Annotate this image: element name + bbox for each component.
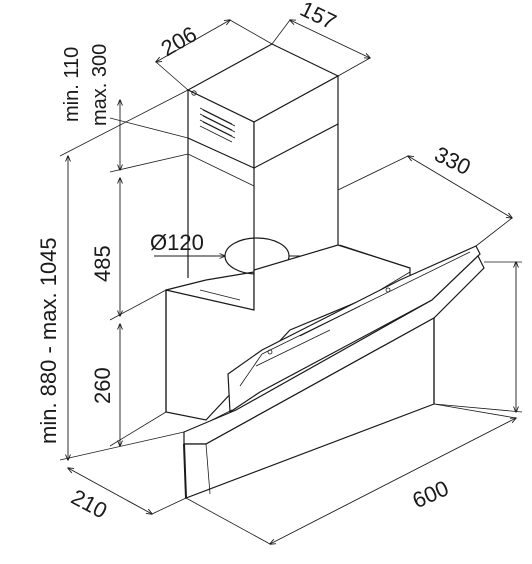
- dim-hood-depth: [68, 468, 187, 514]
- dim-canopy-height: [433, 262, 523, 412]
- label-duct: Ø120: [150, 230, 204, 255]
- label-chimney-depth: 157: [296, 0, 340, 35]
- dim-chimney-width: [156, 20, 273, 91]
- label-hood-depth: 210: [67, 484, 111, 523]
- label-upper-min: min. 110: [61, 47, 83, 122]
- dim-vertical-left: [59, 89, 189, 460]
- label-total-height: min. 880 - max. 1045: [36, 237, 61, 444]
- vent-slots: [199, 107, 236, 143]
- label-chimney-width: 206: [157, 21, 201, 61]
- label-upper-max: max. 300: [89, 44, 111, 126]
- dim-canopy-depth: [337, 156, 512, 247]
- label-canopy-depth: 330: [431, 141, 475, 180]
- hood-body: [165, 244, 411, 421]
- chimney-top-cap: [186, 43, 340, 169]
- dim-chimney-depth: [271, 20, 370, 77]
- label-hood-width: 600: [409, 475, 453, 513]
- label-body-height: 260: [90, 367, 115, 404]
- glass-canopy: [183, 245, 485, 499]
- dim-hood-width: [185, 403, 516, 544]
- label-chimney-height: 485: [90, 245, 115, 282]
